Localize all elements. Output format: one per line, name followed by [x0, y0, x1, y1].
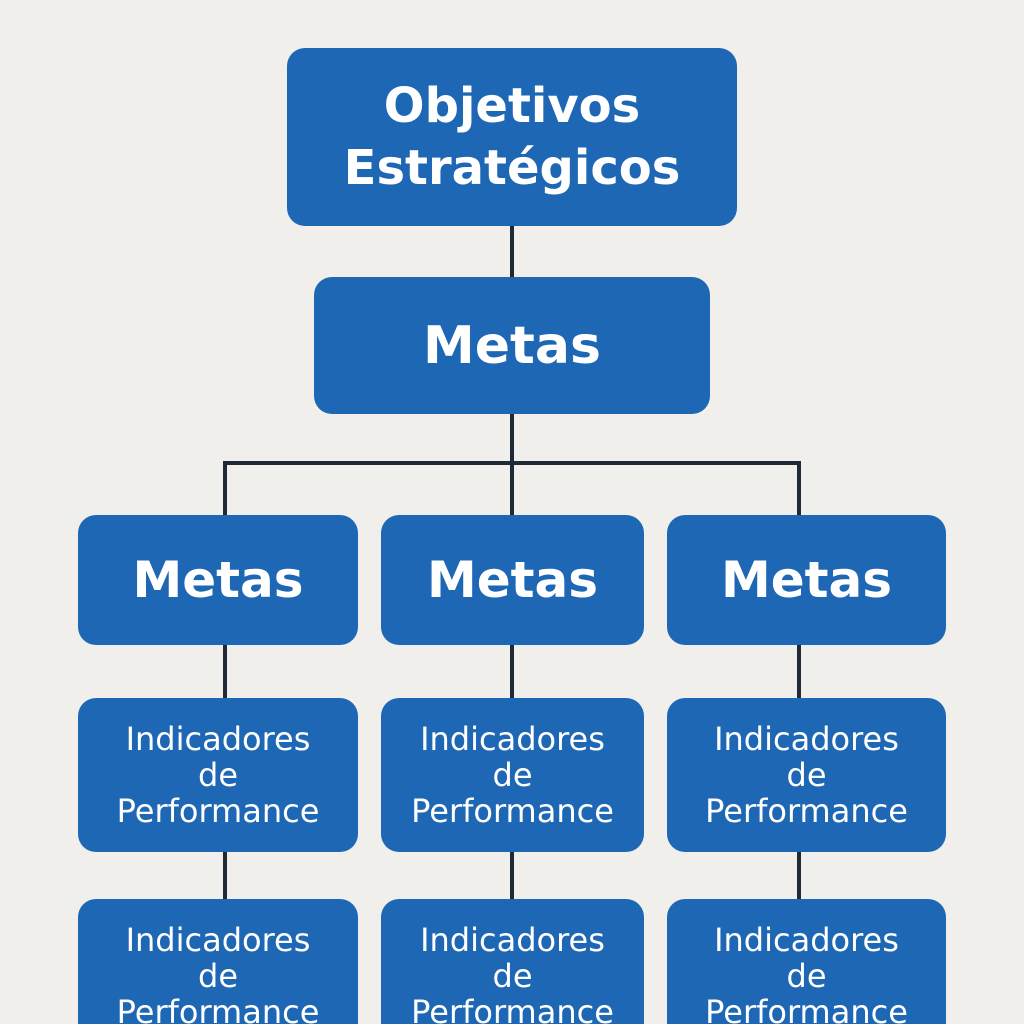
node-objetivos-estrategicos: Objetivos Estratégicos — [287, 48, 737, 226]
node-label: Objetivos Estratégicos — [343, 78, 681, 196]
node-indicadores-1a: Indicadores de Performance — [78, 698, 358, 852]
node-indicadores-2a: Indicadores de Performance — [381, 698, 644, 852]
node-label: Indicadores de Performance — [116, 921, 320, 1024]
node-label: Indicadores de Performance — [705, 720, 908, 830]
node-indicadores-1b: Indicadores de Performance — [78, 899, 358, 1024]
node-metas-1: Metas — [78, 515, 358, 645]
node-label: Metas — [132, 551, 304, 609]
node-label: Indicadores de Performance — [116, 720, 320, 830]
node-label: Indicadores de Performance — [411, 720, 614, 830]
node-metas-2: Metas — [381, 515, 644, 645]
node-label: Metas — [426, 551, 599, 609]
node-label: Metas — [423, 315, 601, 376]
node-indicadores-3b: Indicadores de Performance — [667, 899, 946, 1024]
node-label: Indicadores de Performance — [411, 921, 614, 1024]
node-metas-main: Metas — [314, 277, 710, 414]
node-label: Metas — [720, 551, 893, 609]
node-label: Indicadores de Performance — [705, 921, 908, 1024]
node-indicadores-2b: Indicadores de Performance — [381, 899, 644, 1024]
node-indicadores-3a: Indicadores de Performance — [667, 698, 946, 852]
node-metas-3: Metas — [667, 515, 946, 645]
